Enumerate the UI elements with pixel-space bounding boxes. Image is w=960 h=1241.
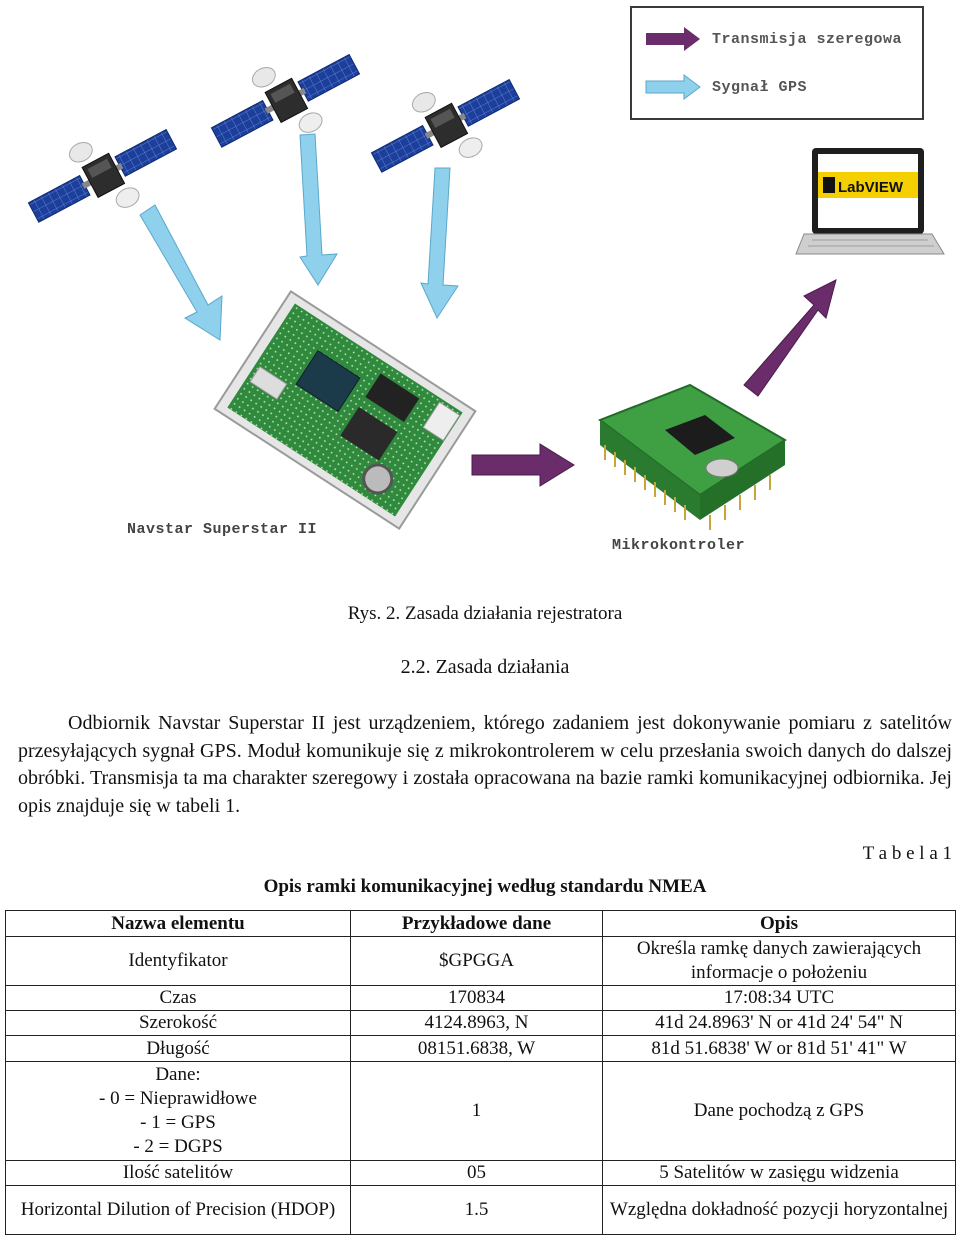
- cell: $GPGGA: [351, 937, 603, 986]
- cell: 81d 51.6838' W or 81d 51' 41" W: [603, 1036, 956, 1062]
- cell: 05: [351, 1161, 603, 1186]
- cell-line: - 1 = GPS: [10, 1111, 346, 1135]
- cell: 5 Satelitów w zasięgu widzenia: [603, 1161, 956, 1186]
- body-paragraph: Odbiornik Navstar Superstar II jest urzą…: [18, 710, 952, 820]
- cell: 08151.6838, W: [351, 1036, 603, 1062]
- cell: Dane pochodzą z GPS: [603, 1062, 956, 1161]
- legend-gps-label: Sygnał GPS: [712, 79, 807, 96]
- serial-arrow-1: [472, 444, 574, 486]
- cell: 17:08:34 UTC: [603, 986, 956, 1011]
- cell-line: Dane:: [10, 1063, 346, 1087]
- satellite-2-icon: [198, 29, 373, 173]
- cell: 1: [351, 1062, 603, 1161]
- table-row: Czas 170834 17:08:34 UTC: [6, 986, 956, 1011]
- legend-gps: Sygnał GPS: [644, 74, 807, 100]
- serial-arrow-icon: [644, 26, 702, 52]
- legend-serial-label: Transmisja szeregowa: [712, 31, 902, 48]
- table-row: Ilość satelitów 05 5 Satelitów w zasięgu…: [6, 1161, 956, 1186]
- cell-line: - 0 = Nieprawidłowe: [10, 1087, 346, 1111]
- figure-caption: Rys. 2. Zasada działania rejestratora: [0, 603, 960, 625]
- receiver-label: Navstar Superstar II: [127, 521, 317, 538]
- microcontroller-board: [600, 385, 785, 530]
- header-name: Nazwa elementu: [6, 911, 351, 937]
- cell: Identyfikator: [6, 937, 351, 986]
- cell: Dane: - 0 = Nieprawidłowe - 1 = GPS - 2 …: [6, 1062, 351, 1161]
- nmea-table: Nazwa elementu Przykładowe dane Opis Ide…: [5, 910, 956, 1235]
- labview-logo-text: LabVIEW: [838, 179, 904, 196]
- cell: 41d 24.8963' N or 41d 24' 54" N: [603, 1011, 956, 1036]
- table-row: Dane: - 0 = Nieprawidłowe - 1 = GPS - 2 …: [6, 1062, 956, 1161]
- table-row: Horizontal Dilution of Precision (HDOP) …: [6, 1186, 956, 1235]
- cell: 4124.8963, N: [351, 1011, 603, 1036]
- legend-serial: Transmisja szeregowa: [644, 26, 902, 52]
- serial-arrow-2: [744, 280, 836, 396]
- header-description: Opis: [603, 911, 956, 937]
- gps-arrow-icon: [644, 74, 702, 100]
- section-heading: 2.2. Zasada działania: [0, 656, 960, 679]
- cell-line: - 2 = DGPS: [10, 1135, 346, 1159]
- header-example: Przykładowe dane: [351, 911, 603, 937]
- table-title: Opis ramki komunikacyjnej według standar…: [0, 876, 960, 898]
- table-header-row: Nazwa elementu Przykładowe dane Opis: [6, 911, 956, 937]
- table-label: T a b e l a 1: [863, 843, 952, 865]
- table-row: Identyfikator $GPGGA Określa ramkę danyc…: [6, 937, 956, 986]
- cell: Szerokość: [6, 1011, 351, 1036]
- cell: 1.5: [351, 1186, 603, 1235]
- paragraph-text: Odbiornik Navstar Superstar II jest urzą…: [18, 710, 952, 820]
- cell: Ilość satelitów: [6, 1161, 351, 1186]
- cell: Względna dokładność pozycji horyzontalne…: [603, 1186, 956, 1235]
- cell: 170834: [351, 986, 603, 1011]
- laptop-icon: LabVIEW: [796, 148, 944, 254]
- cell: Horizontal Dilution of Precision (HDOP): [6, 1186, 351, 1235]
- table-row: Szerokość 4124.8963, N 41d 24.8963' N or…: [6, 1011, 956, 1036]
- table-row: Długość 08151.6838, W 81d 51.6838' W or …: [6, 1036, 956, 1062]
- diagram-legend: Transmisja szeregowa Sygnał GPS: [630, 6, 924, 120]
- mcu-label: Mikrokontroler: [612, 537, 745, 554]
- cell: Czas: [6, 986, 351, 1011]
- cell: Określa ramkę danych zawierających infor…: [603, 937, 956, 986]
- cell: Długość: [6, 1036, 351, 1062]
- gps-receiver-board: [215, 291, 476, 528]
